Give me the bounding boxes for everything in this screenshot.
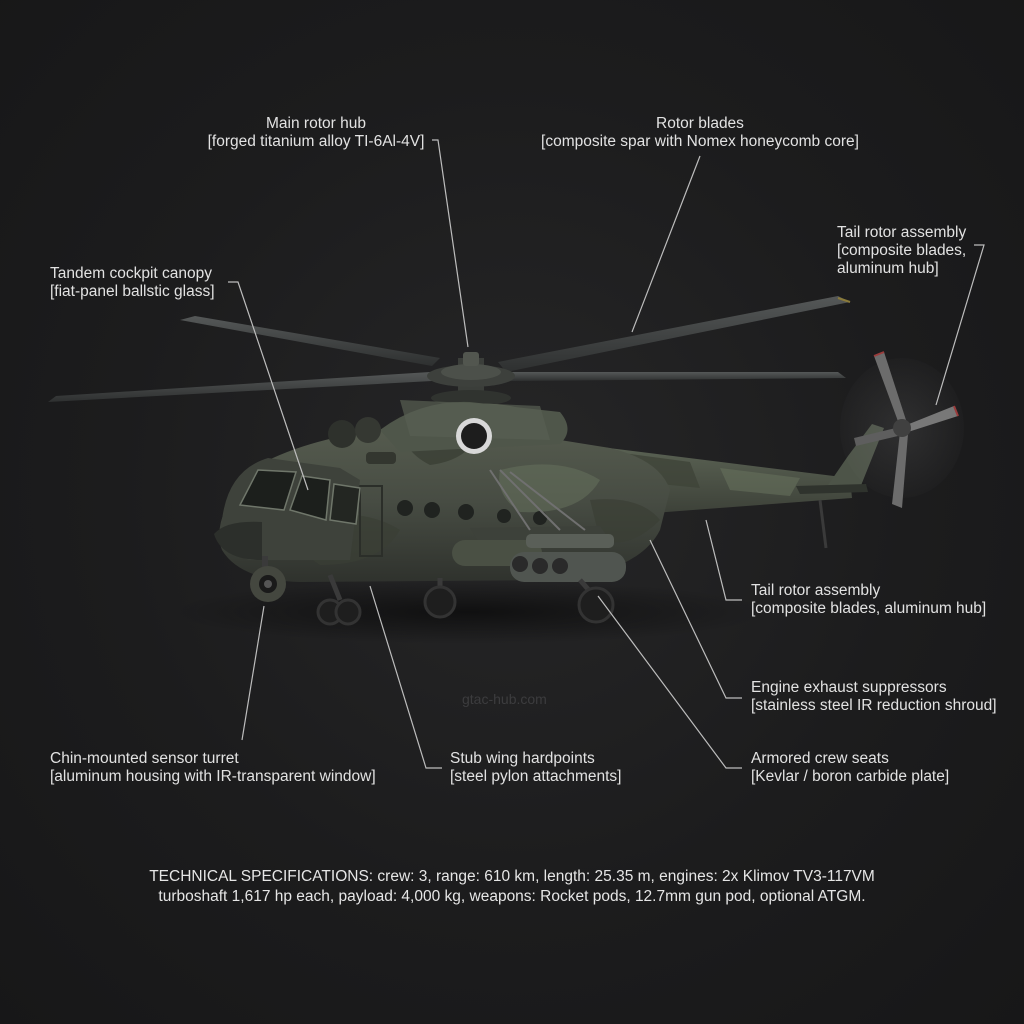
stub-wing xyxy=(452,469,626,582)
callout-material-continued: aluminum hub] xyxy=(837,260,939,277)
callout-title: Stub wing hardpoints xyxy=(450,750,595,767)
rotor-blade-rear-left xyxy=(180,316,440,366)
main-rotor-hub xyxy=(427,352,515,406)
callout-title: Chin-mounted sensor turret xyxy=(50,750,239,767)
leader-rotor-blades xyxy=(631,155,701,333)
leader-crew-seats xyxy=(597,595,742,769)
callout-material: [stainless steel IR reduction shroud] xyxy=(751,697,997,714)
ground-shadow xyxy=(170,580,770,644)
callout-title: Tail rotor assembly xyxy=(837,224,967,241)
leader-sensor-turret xyxy=(241,605,265,741)
callout-chin-mounted-sensor-turret: Chin-mounted sensor turret [aluminum hou… xyxy=(50,750,376,786)
callout-material: [composite blades, xyxy=(837,242,967,259)
rotor-blade-left xyxy=(48,372,432,402)
callout-title: Tandem cockpit canopy xyxy=(50,265,212,282)
callout-material: [composite blades, aluminum hub] xyxy=(751,600,987,617)
tail-rotor xyxy=(840,351,964,508)
callout-material: [fiat-panel ballstic glass] xyxy=(50,283,215,300)
callout-title: Armored crew seats xyxy=(751,750,889,767)
leader-main-rotor-hub xyxy=(432,139,469,348)
callout-tail-rotor-assembly-bottom: Tail rotor assembly [composite blades, a… xyxy=(751,582,986,618)
leader-tail-rotor-top xyxy=(935,244,985,406)
watermark: gtac-hub.com xyxy=(462,691,547,707)
specs-line-2: turboshaft 1,617 hp each, payload: 4,000… xyxy=(158,888,866,905)
specs-line-1: TECHNICAL SPECIFICATIONS: crew: 3, range… xyxy=(149,868,875,885)
callout-title: Main rotor hub xyxy=(266,115,366,132)
callout-engine-exhaust-suppressors: Engine exhaust suppressors [stainless st… xyxy=(751,679,997,715)
callout-main-rotor-hub: Main rotor hub [forged titanium alloy TI… xyxy=(196,115,436,151)
callout-material: [aluminum housing with IR-transparent wi… xyxy=(50,768,376,785)
landing-gear xyxy=(316,574,615,626)
rotor-blade-right xyxy=(505,372,846,381)
leader-stub-wing xyxy=(369,585,442,769)
callout-tandem-cockpit-canopy: Tandem cockpit canopy [fiat-panel ballst… xyxy=(50,265,215,301)
cockpit xyxy=(214,452,396,560)
leader-engine-exhaust xyxy=(649,539,742,699)
callout-rotor-blades: Rotor blades [composite spar with Nomex … xyxy=(530,115,870,151)
leader-cockpit-canopy xyxy=(228,281,309,491)
callout-material: [forged titanium alloy TI-6Al-4V] xyxy=(207,133,425,150)
callout-title: Rotor blades xyxy=(656,115,744,132)
callout-tail-rotor-assembly-top: Tail rotor assembly [composite blades, a… xyxy=(837,224,966,278)
callout-material: [steel pylon attachments] xyxy=(450,768,622,785)
sensor-turret xyxy=(250,556,286,602)
callout-material: [composite spar with Nomex honeycomb cor… xyxy=(541,133,859,150)
callout-title: Engine exhaust suppressors xyxy=(751,679,947,696)
leader-tail-rotor-bottom xyxy=(705,519,742,601)
technical-specifications: TECHNICAL SPECIFICATIONS: crew: 3, range… xyxy=(112,867,912,907)
rotor-blade-right-up xyxy=(498,296,850,372)
callout-stub-wing-hardpoints: Stub wing hardpoints [steel pylon attach… xyxy=(450,750,621,786)
callout-title: Tail rotor assembly xyxy=(751,582,881,599)
leader-lines xyxy=(228,139,985,769)
main-rotor-blades xyxy=(48,296,851,402)
callout-armored-crew-seats: Armored crew seats [Kevlar / boron carbi… xyxy=(751,750,949,786)
callout-material: [Kevlar / boron carbide plate] xyxy=(751,768,950,785)
